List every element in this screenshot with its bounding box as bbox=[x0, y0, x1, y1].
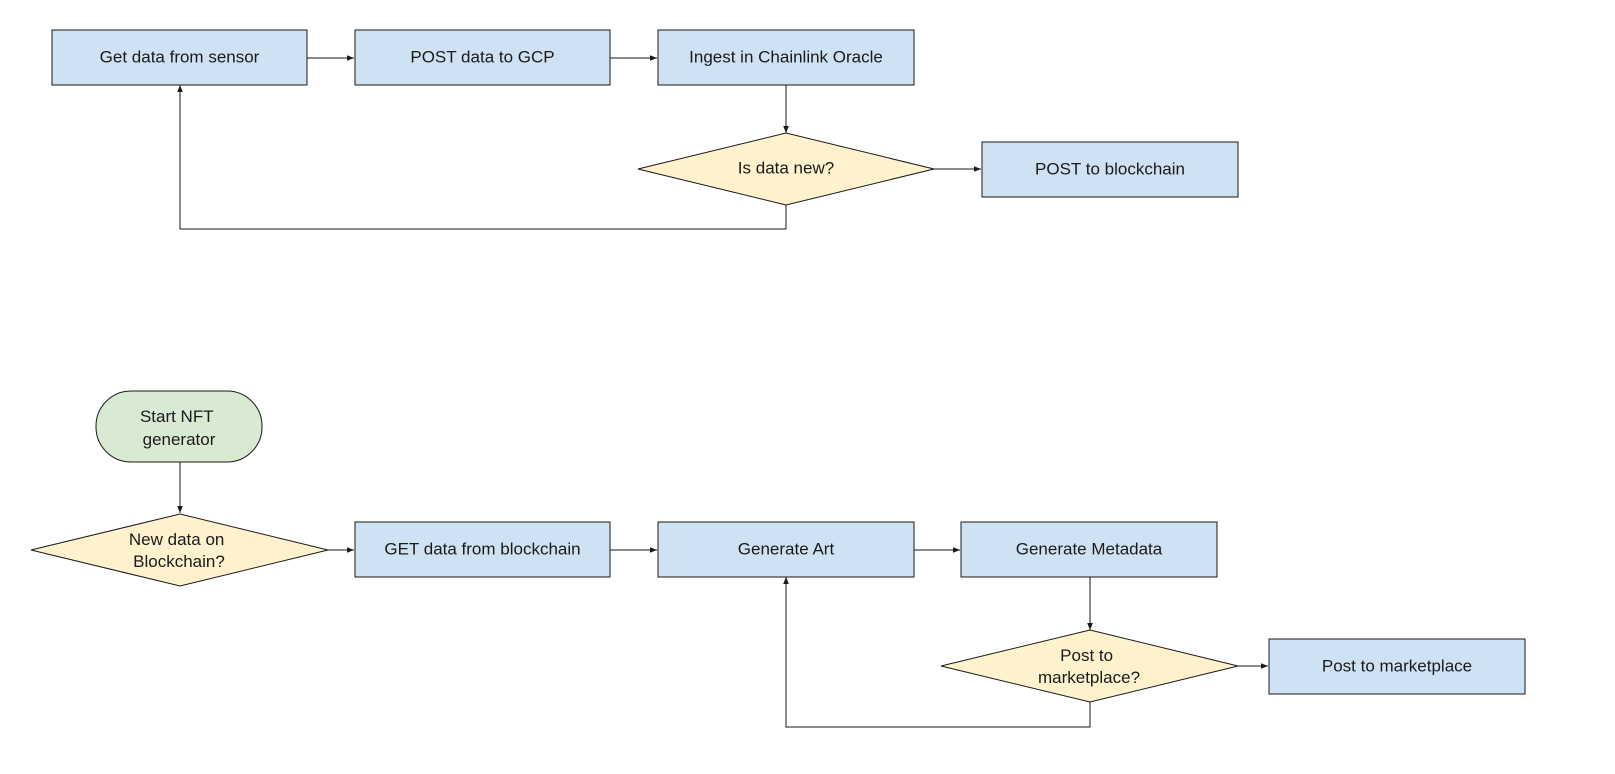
node-post-to-marketplace: Post to marketplace bbox=[1268, 638, 1526, 695]
node-generate-metadata: Generate Metadata bbox=[960, 521, 1218, 578]
node-label: Post to marketplace bbox=[1322, 656, 1472, 675]
node-label: Ingest in Chainlink Oracle bbox=[689, 47, 883, 66]
node-label: POST data to GCP bbox=[410, 47, 554, 66]
node-label: POST to blockchain bbox=[1035, 159, 1185, 178]
svg-text:Post to marketplace?: Post to marketplace? bbox=[1038, 646, 1140, 687]
node-label: Get data from sensor bbox=[100, 47, 260, 66]
edge-is-new-loop-back bbox=[177, 85, 787, 230]
top-flow-edges bbox=[177, 55, 981, 230]
node-label: Generate Metadata bbox=[1016, 539, 1163, 558]
decision-label-line-1: New data on bbox=[129, 530, 224, 549]
node-get-data-from-sensor: Get data from sensor bbox=[51, 29, 308, 86]
node-ingest-chainlink-oracle: Ingest in Chainlink Oracle bbox=[657, 29, 915, 86]
node-get-data-from-blockchain: GET data from blockchain bbox=[354, 521, 611, 578]
decision-is-data-new: Is data new? bbox=[637, 132, 935, 206]
decision-label-line-2: marketplace? bbox=[1038, 668, 1140, 687]
decision-post-to-marketplace: Post to marketplace? bbox=[940, 629, 1239, 703]
node-post-data-to-gcp: POST data to GCP bbox=[354, 29, 611, 86]
node-post-to-blockchain: POST to blockchain bbox=[981, 141, 1239, 198]
svg-text:Start NFT generator: Start NFT generator bbox=[140, 407, 218, 449]
terminal-start-nft-generator: Start NFT generator bbox=[95, 390, 263, 463]
decision-new-data-on-blockchain: New data on Blockchain? bbox=[30, 513, 329, 587]
node-generate-art: Generate Art bbox=[657, 521, 915, 578]
bottom-flow-edges bbox=[177, 462, 1268, 728]
node-label: Generate Art bbox=[738, 539, 835, 558]
decision-label-line-2: Blockchain? bbox=[133, 552, 225, 571]
decision-label-line-1: Post to bbox=[1060, 646, 1113, 665]
node-label: GET data from blockchain bbox=[384, 539, 580, 558]
svg-text:New data on Blockchain?: New data on Blockchain? bbox=[129, 530, 229, 571]
edge-post-q-loop-back bbox=[783, 577, 1091, 728]
terminal-label-line-1: Start NFT bbox=[140, 407, 213, 426]
decision-label: Is data new? bbox=[738, 158, 834, 177]
terminal-label-line-2: generator bbox=[143, 430, 216, 449]
